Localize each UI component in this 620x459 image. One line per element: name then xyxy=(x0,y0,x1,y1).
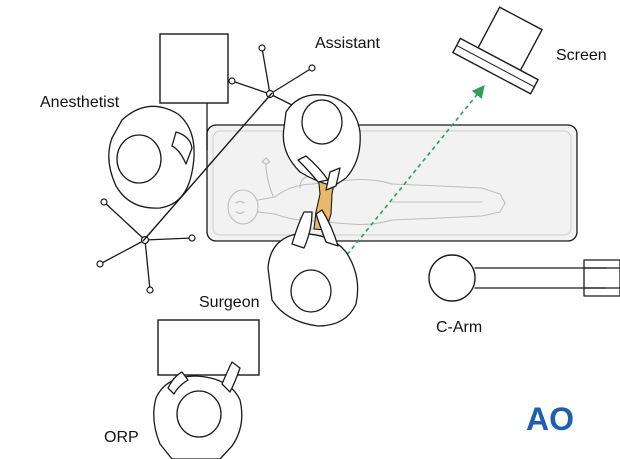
screen-label: Screen xyxy=(556,47,607,64)
surgeon-figure xyxy=(267,209,359,327)
orp-label: ORP xyxy=(104,429,139,446)
anesthetist-label: Anesthetist xyxy=(40,94,120,111)
beam-arrow xyxy=(332,85,485,273)
ao-logo: AO xyxy=(526,401,574,437)
c-arm-label: C-Arm xyxy=(436,319,482,336)
surgeon-label: Surgeon xyxy=(199,294,260,311)
operating-table xyxy=(206,124,578,242)
orp-figure xyxy=(153,361,243,459)
anesthetist-figure xyxy=(108,105,195,209)
iv-stand-upper xyxy=(228,44,316,108)
operating-table-pad xyxy=(212,130,572,236)
assistant-label: Assistant xyxy=(315,35,380,52)
c-arm xyxy=(428,254,620,302)
screen-monitor xyxy=(451,6,543,95)
anesthesia-screen-bar xyxy=(142,92,273,242)
iv-stand-lower xyxy=(96,198,196,294)
instrument-table xyxy=(157,319,260,376)
anesthesia-machine xyxy=(159,33,229,104)
assistant-figure xyxy=(282,94,361,191)
